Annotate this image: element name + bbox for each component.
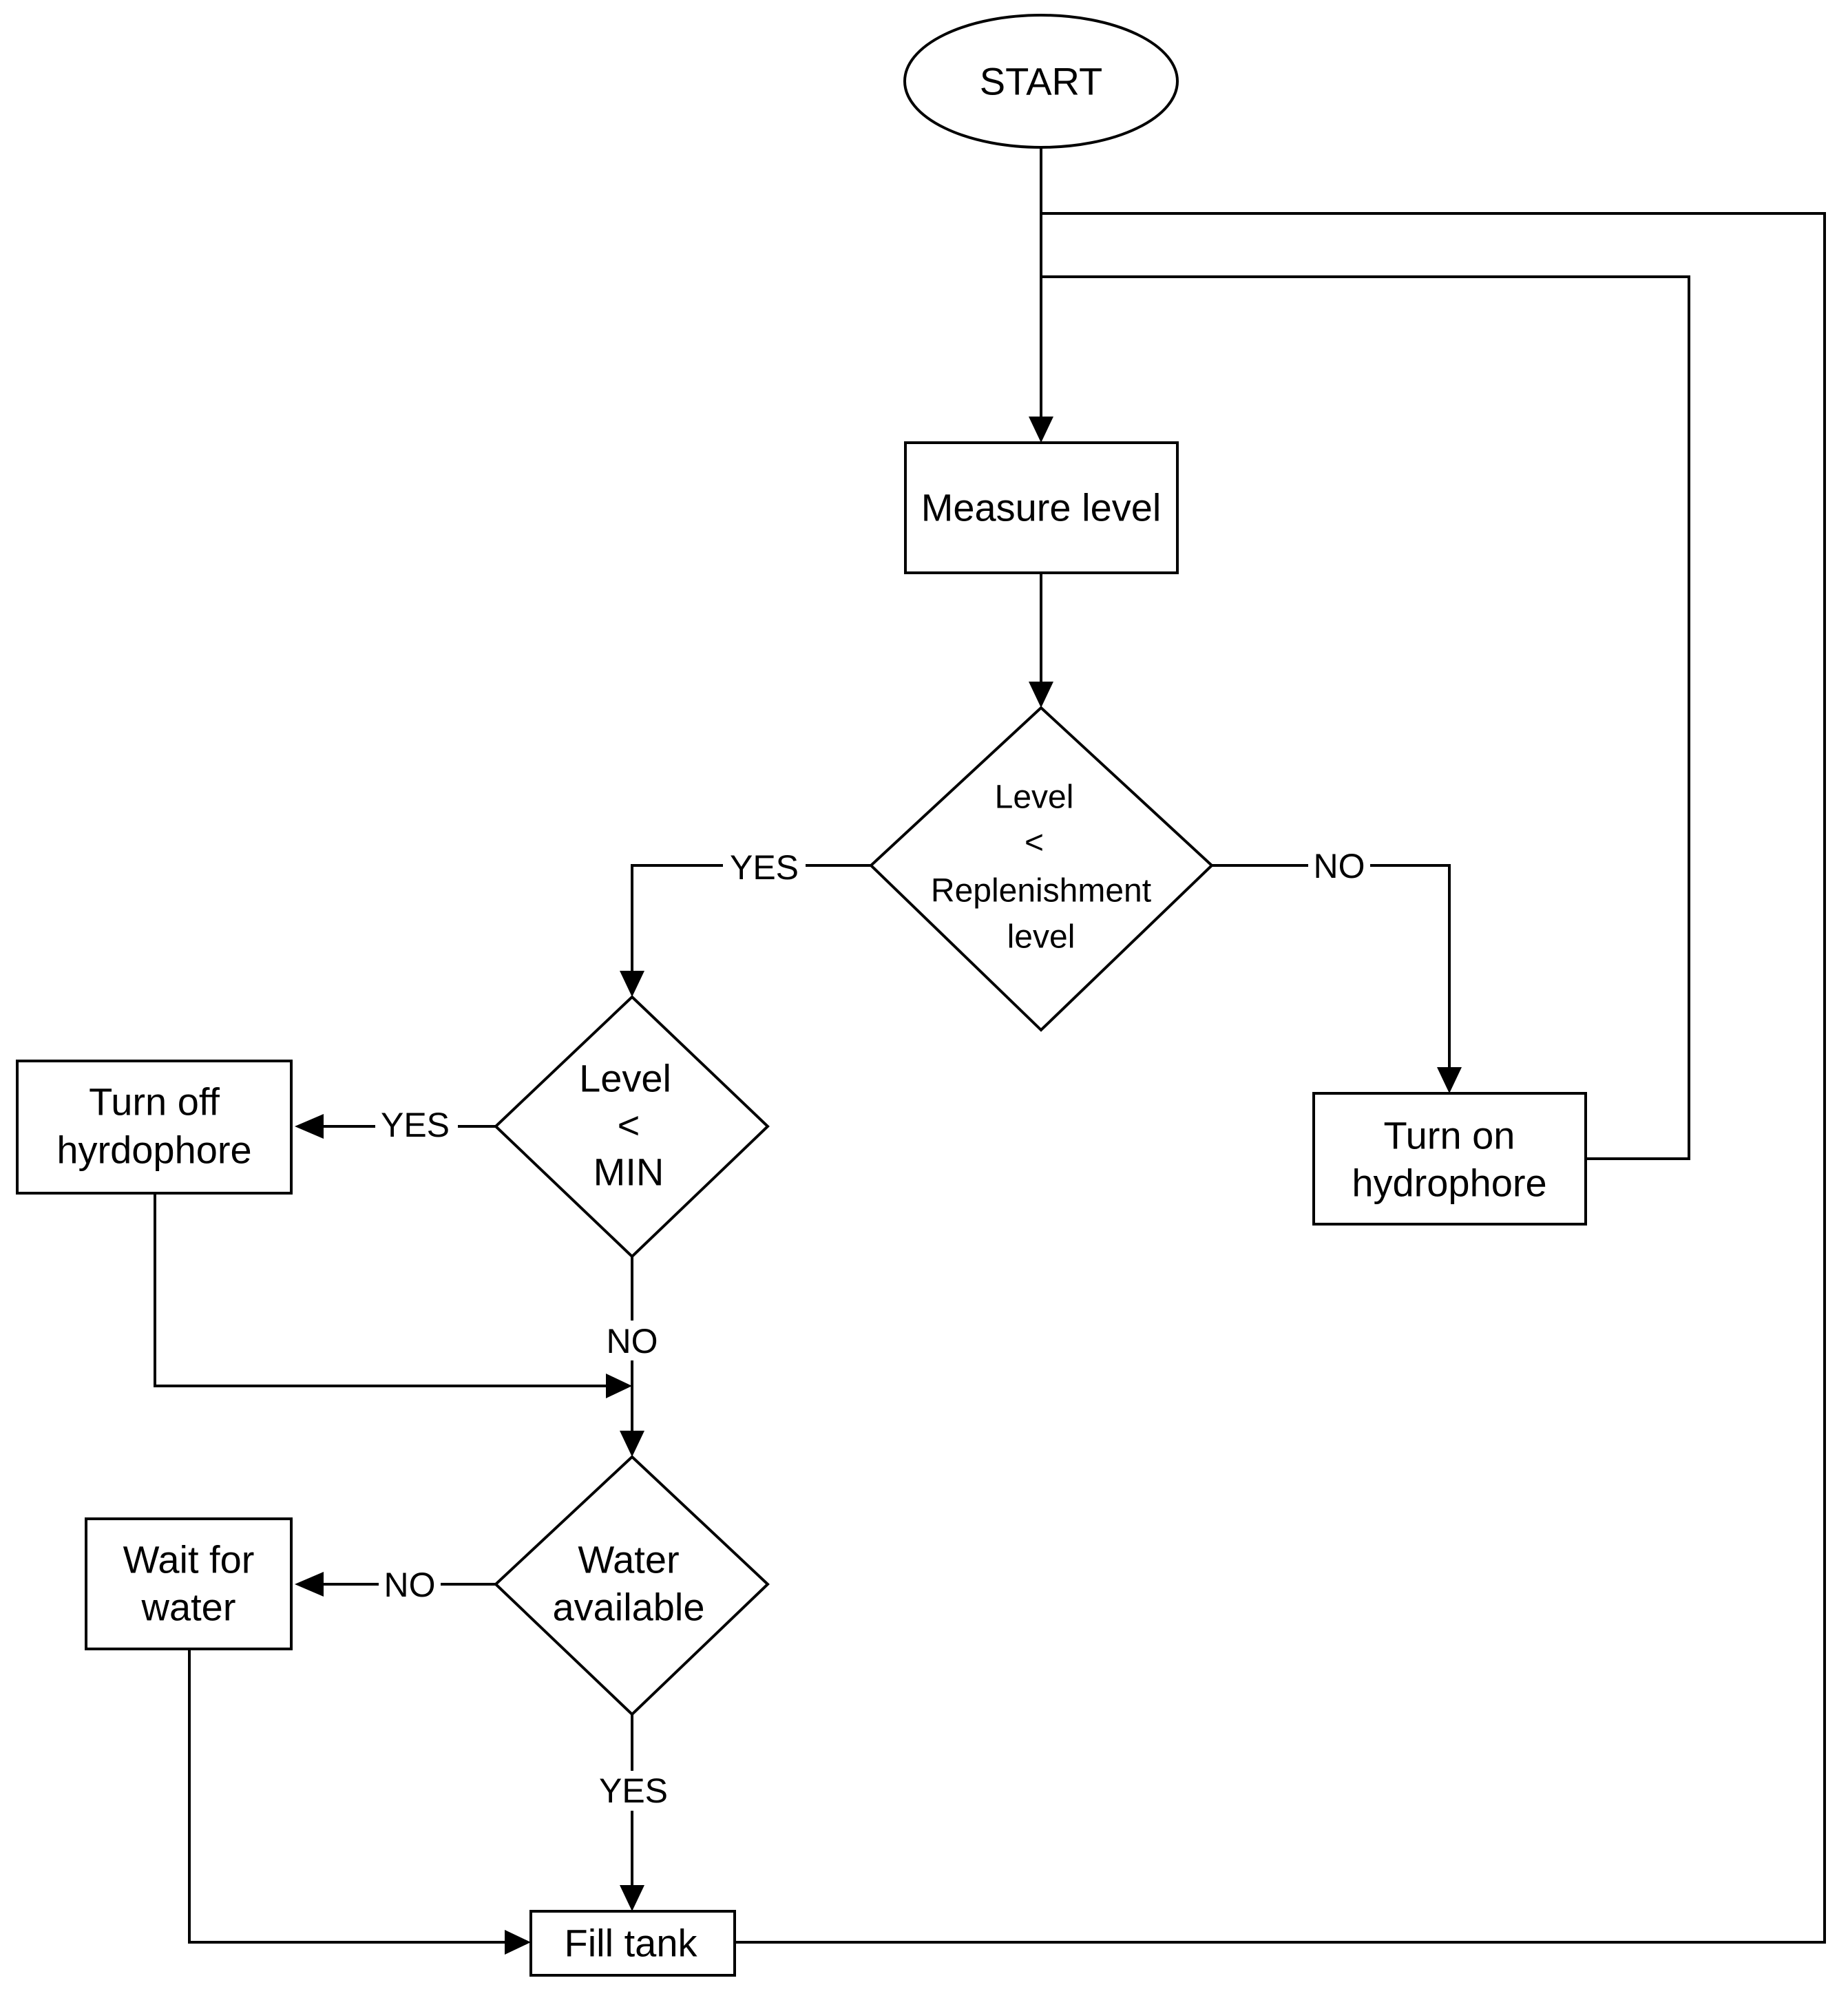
turn-on-line2: hydrophore	[1352, 1161, 1546, 1205]
wait-line2: water	[141, 1586, 236, 1629]
label-min-no: NO	[601, 1321, 663, 1360]
label-water-yes: YES	[592, 1771, 675, 1811]
replenishment-decision: Level < Replenishment level	[869, 706, 1214, 1032]
label-replenish-yes-text: YES	[730, 848, 799, 887]
arrow-into-replenish	[1029, 682, 1053, 708]
edge-turn-off-merge	[154, 1193, 611, 1387]
min-line1: Level	[579, 1057, 671, 1100]
turn-off-hydrophore-box: Turn off hyrdophore	[16, 1060, 293, 1195]
fill-tank-label: Fill tank	[565, 1922, 698, 1965]
start-label: START	[980, 60, 1102, 103]
water-available-decision: Water available	[494, 1455, 770, 1716]
replenish-line3: Replenishment	[931, 873, 1151, 909]
turn-on-line1: Turn on	[1384, 1114, 1515, 1157]
min-line3: MIN	[594, 1150, 664, 1194]
measure-level-label: Measure level	[921, 486, 1162, 529]
arrow-into-turn-on	[1437, 1067, 1462, 1093]
arrow-into-wait	[295, 1572, 324, 1597]
edge-fill-loop	[735, 212, 1826, 1944]
replenish-line2: <	[1025, 825, 1044, 861]
water-line2: available	[552, 1586, 704, 1629]
turn-off-line2: hyrdophore	[56, 1128, 251, 1172]
label-water-no-text: NO	[384, 1566, 436, 1604]
measure-level-box: Measure level	[904, 441, 1179, 574]
fill-tank-box: Fill tank	[529, 1910, 736, 1977]
label-replenish-yes: YES	[723, 845, 806, 887]
edge-replenish-no	[1212, 864, 1451, 1074]
arrow-into-fill-from-water	[620, 1885, 644, 1911]
replenish-line1: Level	[995, 779, 1074, 816]
label-water-no: NO	[379, 1564, 441, 1604]
label-replenish-no-text: NO	[1314, 847, 1365, 885]
label-min-yes: YES	[375, 1105, 458, 1145]
turn-off-line1: Turn off	[89, 1080, 220, 1124]
edge-turn-on-loop	[1041, 275, 1690, 1160]
min-decision: Level < MIN	[494, 995, 770, 1259]
label-min-no-text: NO	[607, 1322, 658, 1360]
water-line1: Water	[578, 1538, 679, 1581]
arrow-into-water	[620, 1431, 644, 1457]
turn-on-hydrophore-box: Turn on hydrophore	[1312, 1092, 1587, 1226]
label-min-yes-text: YES	[381, 1106, 450, 1144]
min-line2: <	[618, 1104, 640, 1147]
arrow-into-fill-from-wait	[505, 1930, 531, 1955]
wait-for-water-box: Wait for water	[85, 1517, 293, 1650]
start-terminal: START	[903, 14, 1179, 149]
arrow-into-turn-off	[295, 1114, 324, 1139]
arrow-into-min	[620, 971, 644, 997]
edge-wait-to-fill	[188, 1649, 510, 1944]
label-replenish-no: NO	[1308, 845, 1370, 885]
arrow-into-measure	[1029, 417, 1053, 443]
label-water-yes-text: YES	[599, 1771, 668, 1810]
replenish-line4: level	[1007, 919, 1075, 956]
arrow-merge	[606, 1374, 632, 1398]
wait-line1: Wait for	[123, 1538, 255, 1581]
